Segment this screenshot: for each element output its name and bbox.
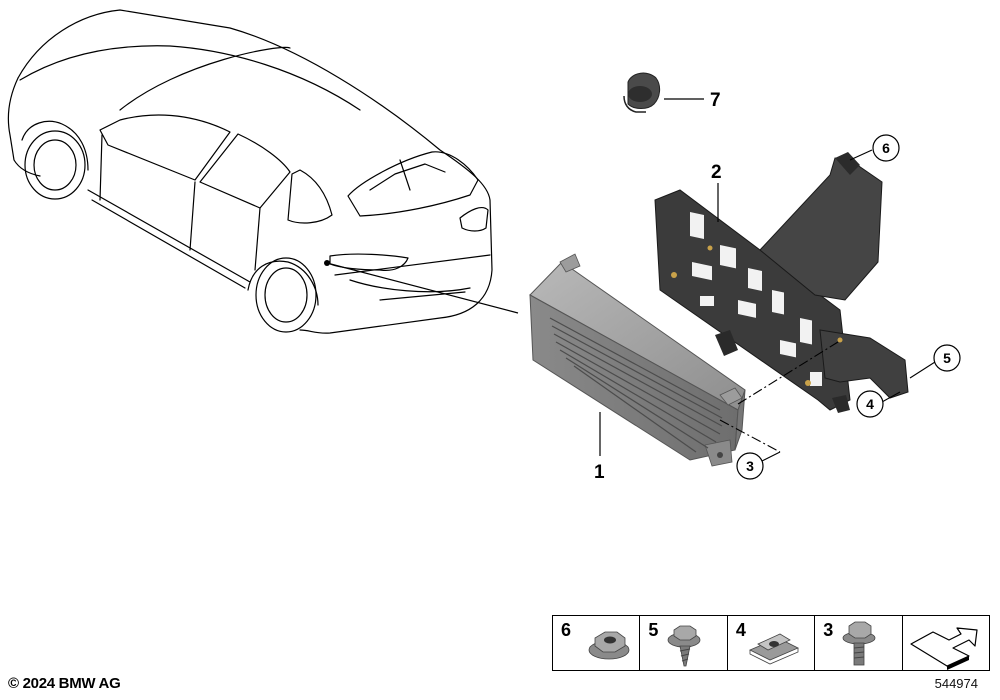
vehicle-outline xyxy=(7,9,493,334)
arrow-navigation-icon xyxy=(910,627,978,670)
diagram-id: 544974 xyxy=(934,676,978,691)
assembly-lines xyxy=(719,341,839,453)
svg-text:4: 4 xyxy=(866,396,874,412)
svg-text:6: 6 xyxy=(882,140,890,156)
leader-line-car xyxy=(326,262,519,314)
leader-line-3 xyxy=(759,451,781,463)
callout-1: 1 xyxy=(594,462,605,483)
hex-flange-nut-icon xyxy=(588,631,630,660)
legend-item-5[interactable]: 5 xyxy=(640,616,728,670)
callout-circle-6: 6 xyxy=(872,134,900,162)
self-tapping-screw-icon xyxy=(668,625,701,667)
callout-circle-3: 3 xyxy=(736,452,764,480)
spring-nut-clip-icon xyxy=(748,633,799,665)
callout-7: 7 xyxy=(710,90,721,111)
hex-bolt-icon xyxy=(842,621,876,666)
legend-number: 6 xyxy=(561,620,572,640)
leader-line-6 xyxy=(849,149,873,161)
callout-circle-5: 5 xyxy=(933,344,961,372)
svg-text:3: 3 xyxy=(746,458,754,474)
leader-line-4 xyxy=(881,391,901,403)
legend-item-arrow[interactable] xyxy=(903,616,989,670)
copyright-text: © 2024 BMW AG xyxy=(8,675,121,692)
legend-number: 3 xyxy=(823,620,834,640)
legend-item-4[interactable]: 4 xyxy=(728,616,816,670)
fastener-legend: 6 5 4 3 xyxy=(552,615,990,671)
legend-number: 5 xyxy=(648,620,659,640)
callout-2: 2 xyxy=(711,162,722,183)
grommet-part xyxy=(623,72,661,113)
legend-number: 4 xyxy=(735,620,746,640)
leader-line-5 xyxy=(909,361,936,379)
callout-circle-4: 4 xyxy=(856,390,884,418)
legend-item-6[interactable]: 6 xyxy=(553,616,641,670)
control-module-part xyxy=(529,253,746,467)
legend-item-3[interactable]: 3 xyxy=(815,616,903,670)
svg-text:5: 5 xyxy=(943,350,951,366)
